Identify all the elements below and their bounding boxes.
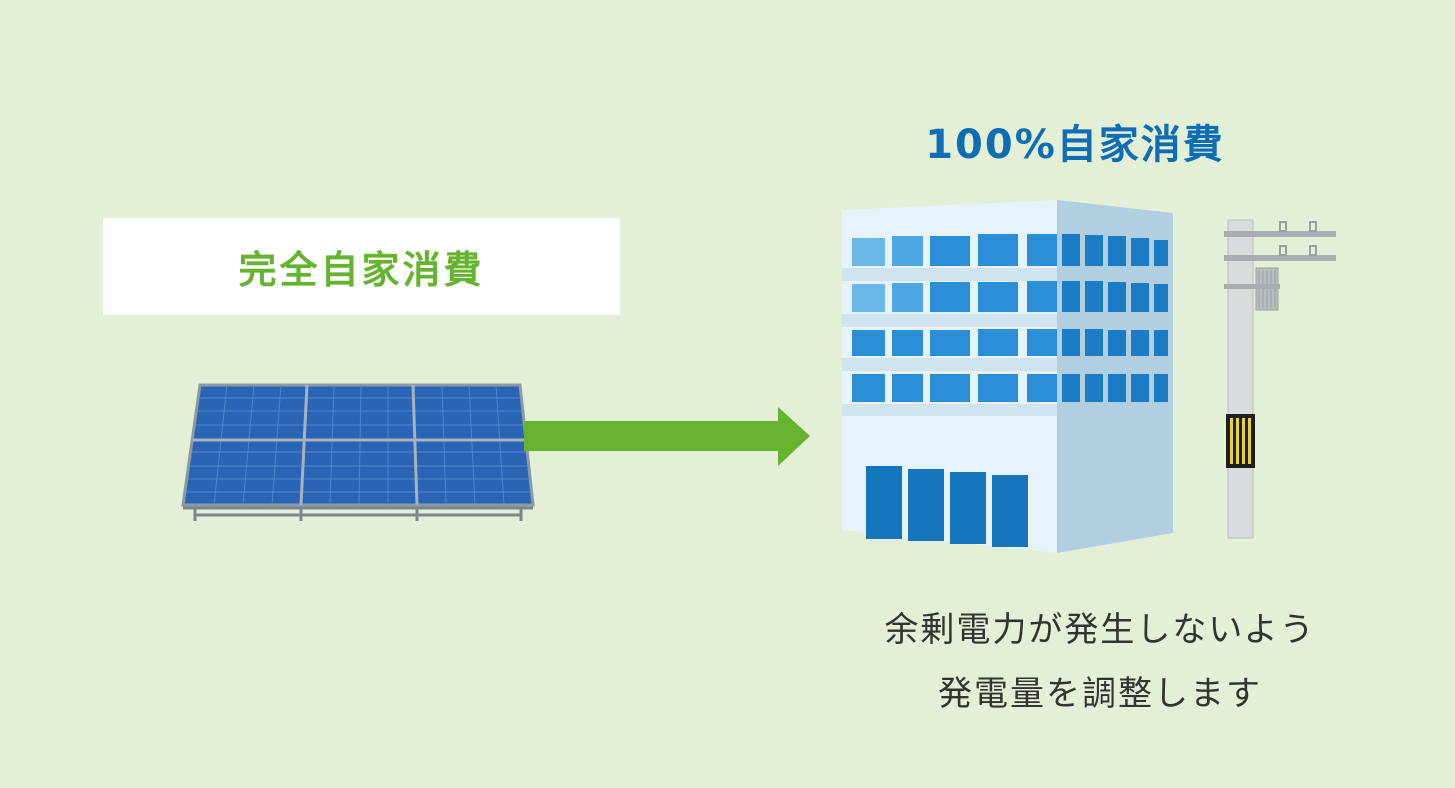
- utility-pole-icon: [1224, 219, 1336, 539]
- source-label: 完全自家消費: [238, 248, 485, 292]
- office-building-icon: [842, 200, 1173, 553]
- target-title: 100%自家消費: [925, 122, 1225, 168]
- caption-line-1: 余剰電力が発生しないよう: [884, 610, 1316, 650]
- arrow-right-icon: [524, 407, 810, 466]
- caption-line-2: 発電量を調整します: [938, 674, 1262, 714]
- source-label-box: 完全自家消費: [103, 218, 620, 315]
- caption: 余剰電力が発生しないよう 発電量を調整します: [820, 598, 1380, 726]
- solar-panel-icon: [181, 383, 535, 521]
